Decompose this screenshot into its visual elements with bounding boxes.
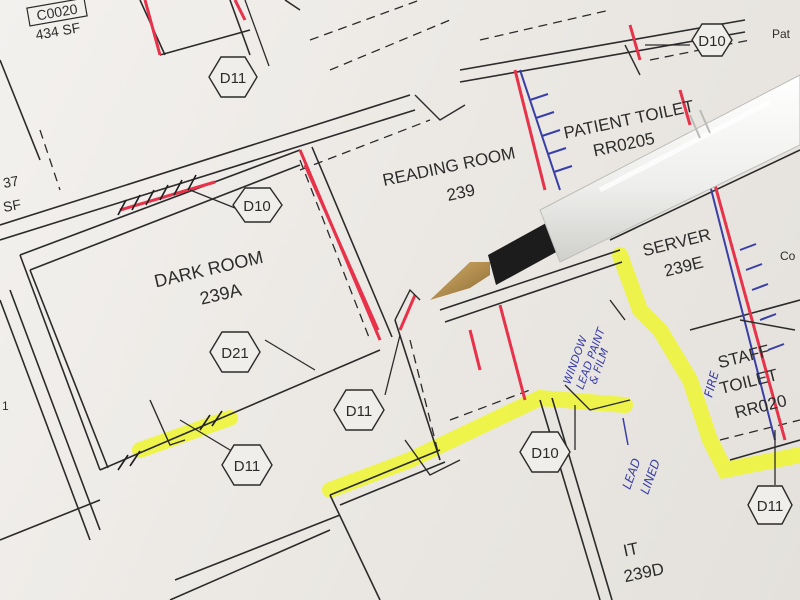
top-right-partial-label: Pat bbox=[772, 27, 791, 41]
left-edge-text1: 37 bbox=[2, 172, 20, 190]
svg-text:D11: D11 bbox=[234, 458, 260, 475]
it-name: IT bbox=[621, 539, 640, 561]
svg-text:D10: D10 bbox=[243, 198, 271, 215]
door-tag: D11 bbox=[208, 56, 258, 98]
room-labels: READING ROOM 239 DARK ROOM 239A PATIENT … bbox=[2, 0, 796, 586]
svg-text:D11: D11 bbox=[346, 403, 372, 420]
server-number: 239E bbox=[662, 253, 705, 281]
door-swings bbox=[149, 44, 796, 476]
it-number: 239D bbox=[622, 559, 666, 586]
corner-room-area: 434 SF bbox=[34, 19, 81, 43]
svg-text:D11: D11 bbox=[220, 70, 246, 87]
blue-hatch-markup bbox=[519, 69, 785, 441]
door-tag: D21 bbox=[209, 331, 261, 373]
reading-room-number: 239 bbox=[445, 180, 477, 204]
pen-tip bbox=[430, 262, 490, 300]
right-partial-label: Co bbox=[780, 249, 796, 263]
dark-room-number: 239A bbox=[198, 280, 243, 309]
door-tag: D10 bbox=[519, 431, 571, 473]
door-tag: D11 bbox=[747, 485, 793, 525]
door-tag: D11 bbox=[221, 444, 273, 486]
reading-room-name: READING ROOM bbox=[381, 143, 517, 190]
hatched-wall-segments bbox=[117, 174, 223, 471]
door-tags: D11 D10 D10 D21 D11 D11 D10 D11 bbox=[208, 23, 793, 525]
svg-text:D10: D10 bbox=[531, 445, 559, 462]
door-tag: D11 bbox=[333, 389, 385, 431]
left-edge-text2: SF bbox=[2, 196, 22, 215]
corner-room-number: C0020 bbox=[35, 1, 79, 24]
svg-text:D11: D11 bbox=[757, 498, 783, 515]
svg-text:D10: D10 bbox=[698, 33, 726, 50]
server-name: SERVER bbox=[641, 225, 713, 260]
svg-text:D21: D21 bbox=[221, 345, 249, 362]
door-tag: D10 bbox=[691, 23, 733, 57]
right-partial-label-2: 1 bbox=[2, 399, 9, 413]
dark-room-name: DARK ROOM bbox=[152, 247, 265, 291]
fire-note: FIRE bbox=[701, 369, 721, 398]
pen-grip bbox=[488, 222, 560, 285]
red-markup bbox=[119, 0, 787, 441]
lead-note-arrow bbox=[622, 417, 629, 446]
ballpoint-pen bbox=[430, 74, 800, 300]
door-tag: D10 bbox=[232, 187, 283, 223]
